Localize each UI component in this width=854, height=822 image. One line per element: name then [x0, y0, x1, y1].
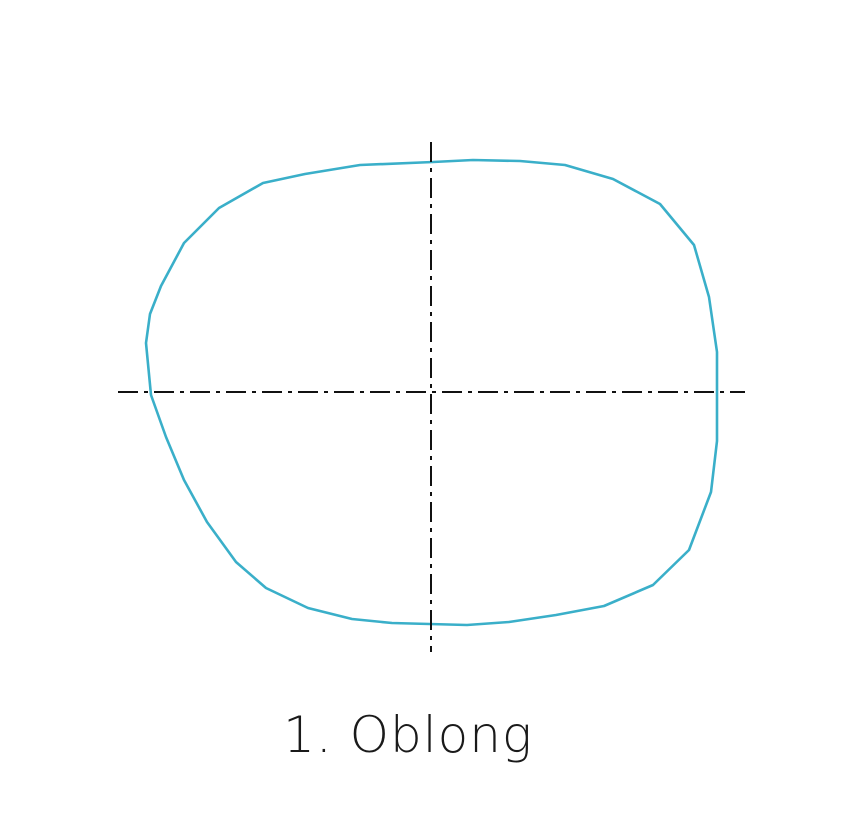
- shape-caption: 1. Oblong: [283, 706, 533, 764]
- lens-outline: [144, 158, 719, 627]
